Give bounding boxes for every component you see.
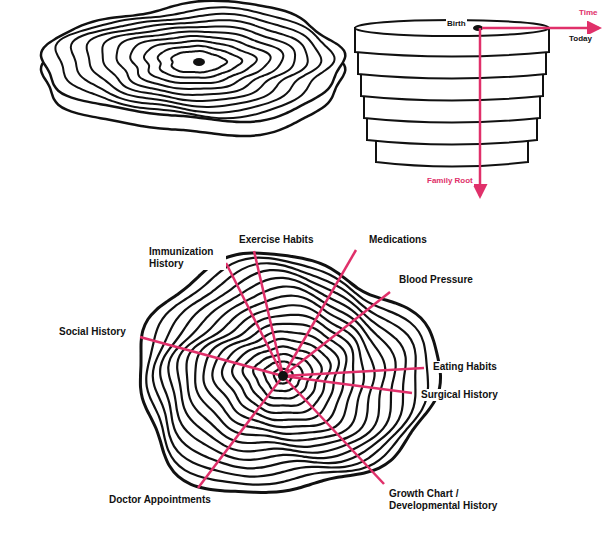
layer-stack — [355, 20, 599, 196]
leader-spoke — [226, 263, 283, 376]
leader-spoke — [140, 337, 283, 376]
leader-spoke — [283, 250, 356, 376]
birth-dot — [473, 25, 483, 31]
axis-label: Birth — [446, 19, 467, 29]
tree-rings — [140, 253, 440, 492]
growth-ring — [71, 14, 322, 113]
axis-label: Today — [568, 34, 593, 44]
time-arrow — [482, 27, 599, 30]
growth-ring — [102, 26, 295, 101]
growth-ring — [130, 36, 270, 89]
record-label: Immunization History — [148, 246, 226, 270]
growth-ring — [160, 270, 406, 468]
leader-spoke — [198, 376, 283, 488]
growth-ring — [144, 41, 257, 83]
growth-ring — [171, 51, 227, 72]
record-label: Social History — [58, 326, 127, 338]
leader-spoke — [283, 292, 390, 376]
leader-spoke — [254, 251, 283, 376]
pith-dot — [193, 58, 205, 66]
leader-spoke — [283, 376, 384, 484]
record-label: Exercise Habits — [238, 234, 315, 246]
record-label: Medications — [368, 234, 428, 246]
record-label: Blood Pressure — [398, 274, 474, 286]
axis-label: Time — [578, 8, 599, 18]
tree-slice — [41, 1, 345, 136]
record-label: Surgical History — [420, 389, 499, 401]
growth-ring — [55, 7, 334, 118]
slice-top — [41, 1, 345, 122]
growth-ring — [158, 46, 243, 78]
leader-spoke — [283, 368, 424, 376]
growth-ring — [87, 20, 308, 107]
pith-dot — [278, 371, 288, 381]
record-label: Doctor Appointments — [108, 494, 212, 506]
axis-label: Family Root — [426, 176, 474, 186]
record-label: Growth Chart / Developmental History — [388, 488, 518, 512]
growth-ring — [212, 324, 346, 427]
record-label: Eating Habits — [432, 361, 498, 373]
spokes — [140, 250, 424, 488]
growth-ring — [140, 253, 440, 492]
family-root-arrow — [479, 28, 482, 196]
leader-spoke — [283, 376, 412, 393]
growth-ring — [117, 32, 284, 95]
